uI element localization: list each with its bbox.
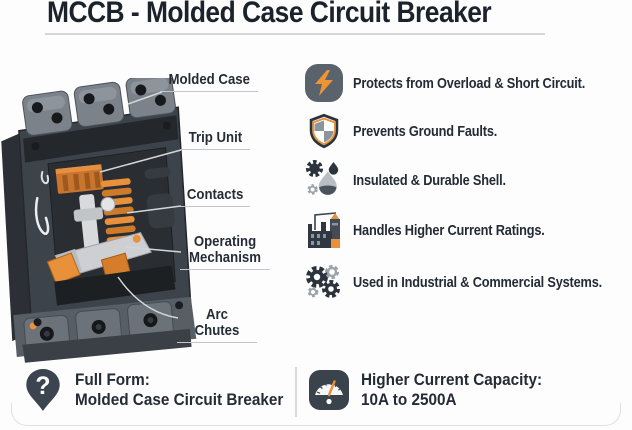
feature-text: Prevents Ground Faults. [353, 122, 498, 140]
title-underline [45, 33, 545, 35]
gears-icon [304, 262, 344, 302]
feature-row-overload: Protects from Overload & Short Circuit. [304, 63, 632, 103]
card-bottom-edge [11, 403, 621, 426]
page-title: MCCB - Molded Case Circuit Breaker [47, 0, 492, 29]
part-label-operating-mechanism: Operating Mechanism [180, 234, 270, 270]
shield-icon [304, 111, 344, 151]
capacity-label: Higher Current Capacity: [361, 370, 543, 389]
feature-text: Handles Higher Current Ratings. [353, 221, 545, 239]
capacity-value: 10A to 2500A [361, 390, 457, 409]
part-label-contacts: Contacts [180, 187, 250, 207]
footer-full-form: ? Full Form: Molded Case Circuit Breaker [20, 366, 306, 414]
full-form-value: Molded Case Circuit Breaker [75, 390, 284, 409]
footer-divider [295, 367, 297, 417]
droplets-gear-icon [304, 160, 344, 200]
part-label-arc-chutes: Arc Chutes [177, 307, 257, 343]
mccb-cutaway-illustration [1, 78, 197, 363]
footer-capacity: Higher Current Capacity: 10A to 2500A [306, 366, 562, 414]
feature-row-current-ratings: Handles Higher Current Ratings. [304, 210, 632, 250]
feature-row-industrial-use: Used in Industrial & Commercial Systems. [304, 262, 632, 302]
feature-row-ground-faults: Prevents Ground Faults. [304, 111, 632, 151]
lightning-icon [304, 63, 344, 103]
feature-row-durable-shell: Insulated & Durable Shell. [304, 160, 632, 200]
part-label-molded-case: Molded Case [160, 72, 258, 92]
question-pin-icon: ? [20, 366, 65, 414]
full-form-label: Full Form: [75, 370, 150, 389]
feature-text: Insulated & Durable Shell. [353, 171, 506, 189]
svg-text:?: ? [35, 373, 50, 400]
feature-text: Used in Industrial & Commercial Systems. [353, 273, 602, 291]
feature-text: Protects from Overload & Short Circuit. [353, 74, 586, 92]
meter-icon [306, 366, 351, 414]
part-label-trip-unit: Trip Unit [180, 130, 250, 150]
factory-icon [304, 210, 344, 250]
